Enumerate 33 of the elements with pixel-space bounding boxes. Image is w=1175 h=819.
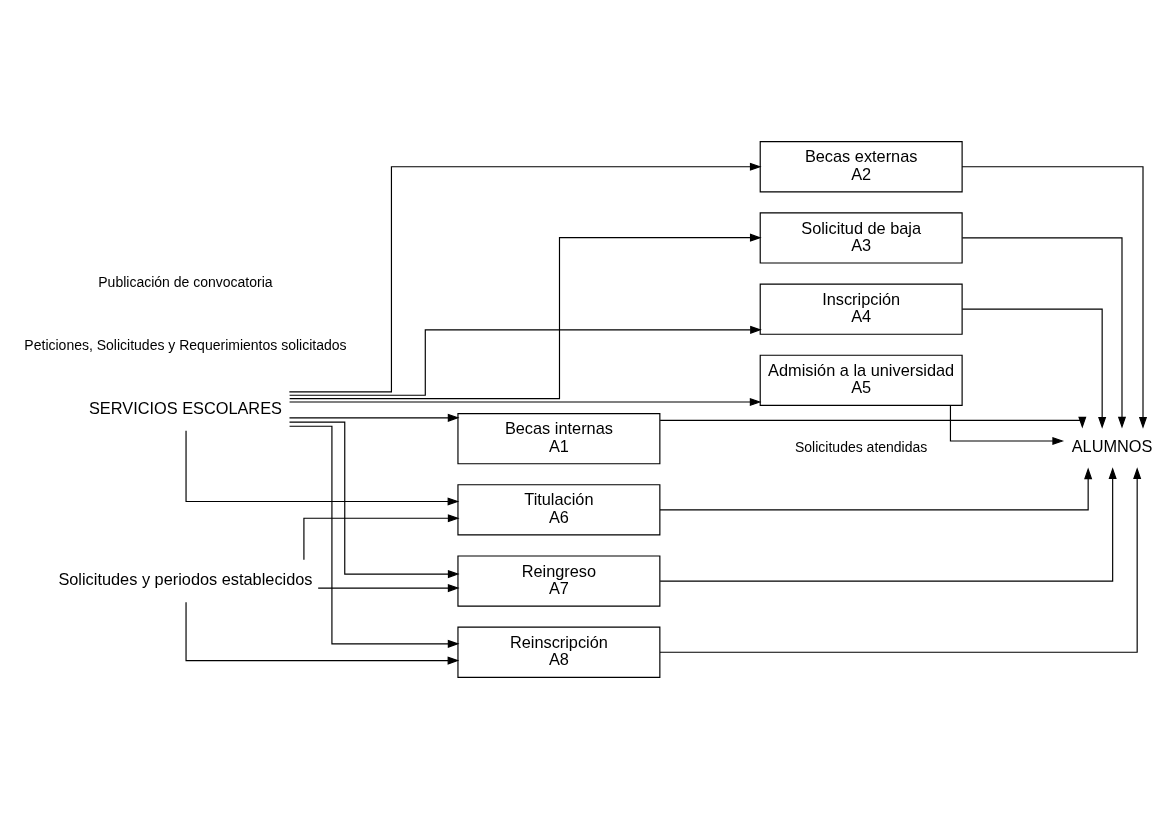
node-box: Reinscripción A8 (457, 626, 661, 678)
arrow (288, 397, 762, 407)
node-box: Reingreso A7 (457, 555, 661, 607)
arrow (288, 421, 460, 579)
arrow (317, 583, 460, 593)
arrow (288, 413, 460, 422)
arrow (961, 166, 1148, 429)
label: Peticiones, Solicitudes y Requerimientos solicitados (24, 337, 347, 354)
arrow (185, 601, 460, 665)
arrow (659, 467, 1117, 582)
node-text: Solicitudes y periodos establecidos (58, 570, 313, 589)
node-text: ALUMNOS (1071, 437, 1153, 456)
arrow (288, 425, 460, 648)
arrow (659, 416, 1087, 429)
arrow (288, 162, 762, 393)
arrow (303, 514, 460, 561)
node-box: Becas internas A1 (457, 413, 661, 465)
arrow (185, 430, 460, 506)
node-box: Becas externas A2 (759, 141, 963, 193)
arrow (961, 308, 1107, 429)
node-text: SERVICIOS ESCOLARES (88, 398, 282, 417)
arrow (961, 237, 1127, 429)
label: Solicitudes atendidas (795, 438, 928, 455)
node-box: Admisión a la universidad A5 (759, 354, 963, 406)
label: Publicación de convocatoria (98, 274, 273, 291)
node-box: Solicitud de baja A3 (759, 212, 963, 264)
arrow (289, 325, 762, 396)
node-box: Titulación A6 (457, 484, 661, 536)
arrow (659, 467, 1142, 653)
arrow (949, 405, 1065, 446)
node-box: Inscripción A4 (759, 283, 963, 335)
arrow (659, 467, 1093, 511)
arrow (289, 233, 762, 400)
